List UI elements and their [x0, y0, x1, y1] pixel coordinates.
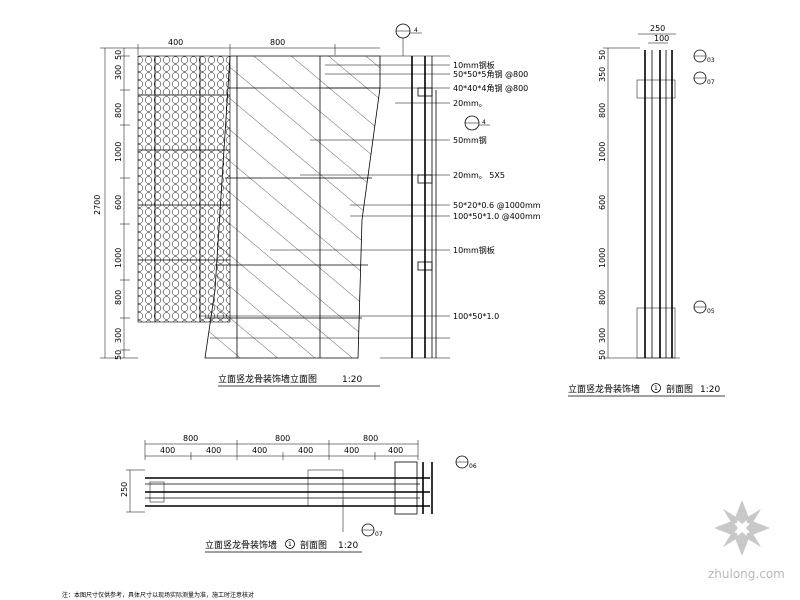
elev-callout-top: 4 [414, 27, 418, 34]
elev-note-3: 20mm。 [453, 99, 487, 108]
plan-scale: 1:20 [338, 541, 358, 551]
plan-dim-minor-2: 400 [252, 446, 267, 455]
elev-note-2: 40*40*4角钢 @800 [453, 83, 528, 93]
plan-section-view: 800 800 800 400 400 400 400 400 400 250 … [120, 434, 477, 553]
elev-dim-left-2: 800 [114, 103, 123, 118]
side-section-view: 250 100 50 350 800 1000 600 1000 800 300… [568, 24, 725, 397]
elev-note-9: 100*50*1.0 [453, 312, 499, 321]
elev-dim-left-6: 800 [114, 290, 123, 305]
plan-dim-minor-1: 400 [206, 446, 221, 455]
plan-dim-minor-4: 400 [344, 446, 359, 455]
side-caption-tail: 剖面图 [666, 383, 693, 395]
elev-callout-mid: 4 [482, 119, 486, 126]
elev-note-5: 20mm。 5X5 [453, 171, 505, 180]
plan-section-no: 1 [288, 541, 292, 548]
plan-dim-major-0: 800 [183, 434, 198, 443]
elev-note-4: 50mm钢 [453, 135, 487, 145]
side-callout-05: 05 [707, 308, 715, 315]
watermark-logo-icon [714, 500, 770, 556]
plan-callout-07: 07 [375, 531, 383, 538]
plan-dim-minor-3: 400 [298, 446, 313, 455]
elev-dim-left-1: 300 [114, 65, 123, 80]
side-dim-left-4: 600 [598, 195, 607, 210]
plan-dim-major-1: 800 [275, 434, 290, 443]
plan-dim-minor-5: 400 [388, 446, 403, 455]
plan-dim-left: 250 [120, 482, 129, 497]
elev-caption: 立面竖龙骨装饰墙立面图 [218, 373, 317, 385]
side-caption: 立面竖龙骨装饰墙 [568, 383, 640, 395]
side-dim-left-8: 50 [598, 350, 607, 360]
plan-caption: 立面竖龙骨装饰墙 [205, 539, 277, 551]
plan-caption-tail: 剖面图 [300, 539, 327, 551]
elev-dim-top-800: 800 [270, 38, 285, 47]
side-dim-top-100: 100 [654, 34, 669, 43]
side-scale: 1:20 [700, 385, 720, 395]
plan-callout-06: 06 [469, 463, 477, 470]
side-section-no: 1 [654, 385, 658, 392]
plan-dim-minor-0: 400 [160, 446, 175, 455]
plan-dim-major-2: 800 [363, 434, 378, 443]
elev-dim-left-5: 1000 [114, 248, 123, 268]
elev-note-7: 100*50*1.0 @400mm [453, 212, 541, 221]
side-dim-left-0: 50 [598, 50, 607, 60]
elevation-view: 400 800 50 300 800 1000 600 1000 800 300… [93, 23, 541, 387]
side-callout-03: 03 [707, 57, 715, 64]
side-dim-left-5: 1000 [598, 248, 607, 268]
footer-note: 注：本图尺寸仅供参考，具体尺寸以现场实际测量为准，施工时注意核对 [62, 591, 254, 599]
elev-dim-left-3: 1000 [114, 142, 123, 162]
elev-scale: 1:20 [342, 375, 362, 385]
elev-dim-left-4: 600 [114, 195, 123, 210]
side-callout-07: 07 [707, 79, 715, 86]
side-dim-left-3: 1000 [598, 142, 607, 162]
elev-note-1: 50*50*5角钢 @800 [453, 69, 528, 79]
elev-dim-left-0: 50 [114, 50, 123, 60]
side-dim-top-250: 250 [650, 24, 665, 33]
elev-dim-top-400: 400 [168, 38, 183, 47]
elev-note-6: 50*20*0.6 @1000mm [453, 201, 541, 210]
elev-dim-left-7: 300 [114, 328, 123, 343]
elev-note-8: 10mm钢板 [453, 245, 495, 255]
elev-dim-left-8: 50 [114, 350, 123, 360]
watermark-text: zhulong.com [708, 567, 785, 581]
side-dim-left-2: 800 [598, 103, 607, 118]
side-dim-left-1: 350 [598, 67, 607, 82]
side-dim-left-6: 800 [598, 290, 607, 305]
elev-note-0: 10mm钢板 [453, 60, 495, 70]
side-dim-left-7: 300 [598, 328, 607, 343]
elev-dim-total: 2700 [93, 195, 102, 215]
watermark: zhulong.com [708, 500, 785, 581]
